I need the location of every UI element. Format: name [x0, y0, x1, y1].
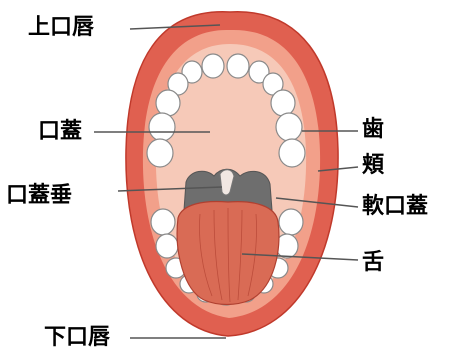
label-lower-lip: 下口唇: [44, 326, 110, 350]
label-uvula: 口蓋垂: [6, 184, 72, 208]
label-teeth: 歯: [362, 118, 384, 142]
label-soft-palate: 軟口蓋: [362, 195, 428, 219]
label-tongue: 舌: [362, 251, 384, 275]
label-cheek: 頬: [362, 154, 384, 178]
label-upper-lip: 上口唇: [28, 16, 94, 40]
label-palate: 口蓋: [38, 120, 82, 144]
